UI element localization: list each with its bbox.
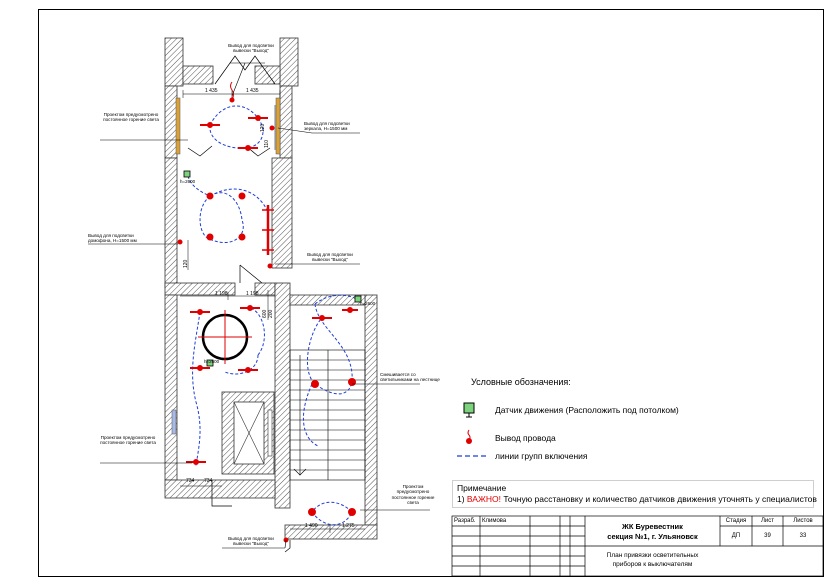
stair <box>289 349 366 481</box>
door-right <box>275 97 281 155</box>
legend-sensor-label: Датчик движения (Расположить под потолко… <box>495 405 679 415</box>
lamp-marker-18 <box>348 508 356 516</box>
tb-project-line1: ЖК Буревестник <box>622 522 683 531</box>
wire-outlet-top <box>229 81 235 103</box>
dim-v4: 600 <box>262 309 268 318</box>
elevator <box>233 401 273 465</box>
height-mark-1: h=2600 <box>180 179 196 184</box>
dim-v1: 120 <box>183 259 189 268</box>
lamp-marker-16 <box>348 378 356 386</box>
lamp-marker-2 <box>248 115 268 121</box>
sheet-frame <box>38 9 824 577</box>
motion-sensor-icon <box>463 402 475 418</box>
note-title: Примечание <box>457 483 507 493</box>
round-column <box>198 310 252 364</box>
plan-annotations: Вывод для подсветки вывески "Выход" Прое… <box>88 43 440 547</box>
legend-wire-label: Вывод провода <box>495 433 556 443</box>
leader-lines <box>88 62 430 549</box>
height-mark-3: h=2600 <box>204 359 220 364</box>
tb-sheets-label: Листов <box>793 518 813 524</box>
lamp-strip <box>262 205 274 255</box>
dim-v5: 200 <box>268 309 274 318</box>
wire-outlet-mirror <box>269 125 275 131</box>
note-text: 1) ВАЖНО! Точную расстановку и количеств… <box>457 494 817 504</box>
note-prefix: 1) <box>457 494 467 504</box>
tb-person: Климова <box>482 518 507 524</box>
lamp-marker-11 <box>238 367 258 373</box>
tb-stage-label: Стадия <box>725 518 747 524</box>
door-left <box>175 97 181 155</box>
lamp-marker-8 <box>190 309 210 315</box>
dim-5: 734 <box>186 478 195 484</box>
wire-outlet-mid <box>267 263 273 269</box>
tb-stage: ДП <box>731 533 741 539</box>
lamp-marker-9 <box>240 305 260 311</box>
lamp-marker-6 <box>206 233 214 241</box>
legend-title: Условные обозначения: <box>471 377 571 387</box>
lamp-marker-15 <box>311 380 319 388</box>
label-intercom-exit: Вывод для подсветки домофона, Н=1500 мм <box>88 233 137 244</box>
tb-project-line2: секция №1, г. Ульяновск <box>607 532 698 541</box>
note-box: Примечание 1) ВАЖНО! Точную расстановку … <box>452 480 817 508</box>
label-stair-join: Смешивается со светильниками на лестнице <box>380 372 440 383</box>
label-exit-bottom: Вывод для подсветки вывески "Выход" <box>228 536 274 547</box>
tb-sheets: 33 <box>799 533 807 539</box>
motion-sensors <box>183 170 362 367</box>
label-permanent-1: Проектом предусмотрено постоянное горени… <box>103 112 159 123</box>
tb-drawing-line1: План привязки осветительных <box>606 552 699 559</box>
height-mark-2: h=2600 <box>360 301 376 306</box>
legend-row-wire: Вывод провода <box>457 429 556 447</box>
note-warning: ВАЖНО! <box>466 494 501 504</box>
dim-3: 1 198 <box>215 291 228 297</box>
lamp-marker-7 <box>238 233 246 241</box>
lamp-marker-12 <box>186 459 206 465</box>
dashed-line-icon <box>457 455 487 457</box>
dim-1: 1 435 <box>205 88 218 94</box>
lamp-marker-13 <box>312 315 332 321</box>
lamp-marker-17 <box>308 508 316 516</box>
label-exit-top: Вывод для подсветки вывески "Выход" <box>228 43 274 54</box>
note-body: Точную расстановку и количество датчиков… <box>500 494 817 504</box>
dim-6: 734 <box>204 478 213 484</box>
dim-v2: 110 <box>264 140 270 148</box>
lamp-marker-4 <box>206 192 214 200</box>
label-permanent-3: Проектом предусмотрено постоянное горени… <box>391 484 435 506</box>
tb-sheet: 39 <box>764 533 771 539</box>
legend-row-lines: линии групп включения <box>457 451 588 461</box>
dim-8: 1 275 <box>342 523 355 529</box>
title-block-grid <box>451 515 824 577</box>
wire-outlet-icon <box>466 429 472 444</box>
label-permanent-2: Проектом предусмотрено постоянное горени… <box>100 435 156 446</box>
lamps <box>177 81 358 543</box>
dim-4: 1 198 <box>246 291 259 297</box>
legend: Условные обозначения: Датчик движения (Р… <box>455 365 815 475</box>
lamp-marker-14 <box>342 307 358 313</box>
dim-v3: 120 <box>260 123 266 132</box>
dimension-lines <box>180 90 365 533</box>
lamp-marker-5 <box>238 192 246 200</box>
lamp-marker-10 <box>190 365 210 371</box>
tb-drawing-line2: приборов к выключателям <box>612 561 693 568</box>
label-mirror-exit: Вывод для подсветки зеркала, Н=1500 мм <box>304 121 350 132</box>
tb-sheet-label: Лист <box>760 518 775 524</box>
door-swings <box>187 55 291 553</box>
legend-row-sensor: Датчик движения (Расположить под потолко… <box>457 401 679 419</box>
label-exit-mid: Вывод для подсветки вывески "Выход" <box>307 252 353 263</box>
wire-outlet-intercom <box>177 239 183 245</box>
walls <box>164 37 378 540</box>
lamp-marker-1 <box>200 122 220 128</box>
dim-2: 1 435 <box>246 88 259 94</box>
panel-left <box>171 409 177 435</box>
dim-7: 1 490 <box>305 523 318 529</box>
tb-role: Разраб. <box>454 518 476 524</box>
lamp-marker-3 <box>238 145 258 151</box>
legend-lines-label: линии групп включения <box>495 451 588 461</box>
